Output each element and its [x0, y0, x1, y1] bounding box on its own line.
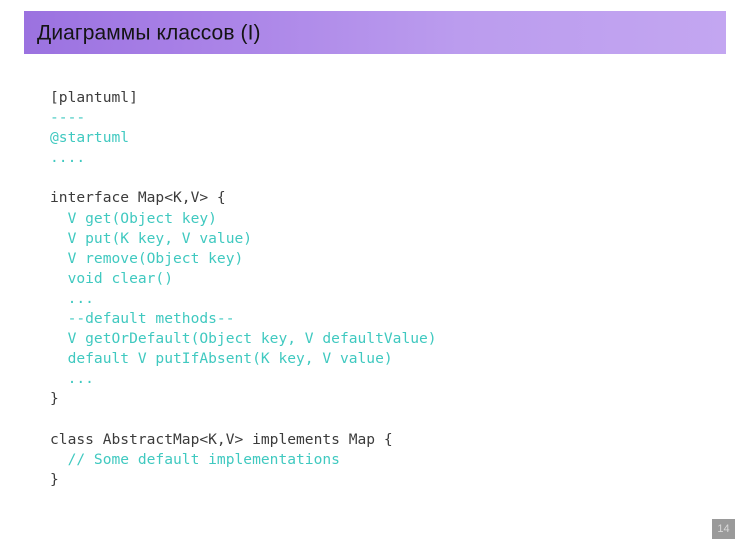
code-line: V remove(Object key)	[50, 249, 244, 267]
code-line: [plantuml]	[50, 89, 138, 106]
code-line: }	[50, 470, 59, 488]
code-line: ----	[50, 109, 86, 127]
code-line: --default methods--	[50, 310, 235, 328]
code-line: // Some default implementations	[50, 450, 340, 468]
code-line: void clear()	[50, 269, 174, 287]
code-line: ....	[50, 149, 86, 167]
code-line: class AbstractMap<K,V> implements Map {	[50, 430, 393, 448]
slide-title: Диаграммы классов (I)	[37, 21, 261, 44]
code-line: ...	[50, 289, 94, 307]
code-line: interface Map<K,V> {	[50, 189, 226, 207]
code-line	[50, 168, 437, 188]
slide-title-bar: Диаграммы классов (I)	[24, 11, 726, 54]
code-line: default V putIfAbsent(K key, V value)	[50, 350, 393, 368]
code-line: @startuml	[50, 129, 130, 147]
code-line: V get(Object key)	[50, 209, 217, 227]
code-line	[50, 410, 437, 430]
code-line: V put(K key, V value)	[50, 229, 253, 247]
page-number-badge: 14	[712, 519, 735, 539]
code-line: ...	[50, 370, 94, 388]
code-line: }	[50, 390, 59, 408]
code-line: V getOrDefault(Object key, V defaultValu…	[50, 330, 437, 348]
code-listing: [plantuml] ---- @startuml.... interface Ma…	[50, 88, 437, 490]
